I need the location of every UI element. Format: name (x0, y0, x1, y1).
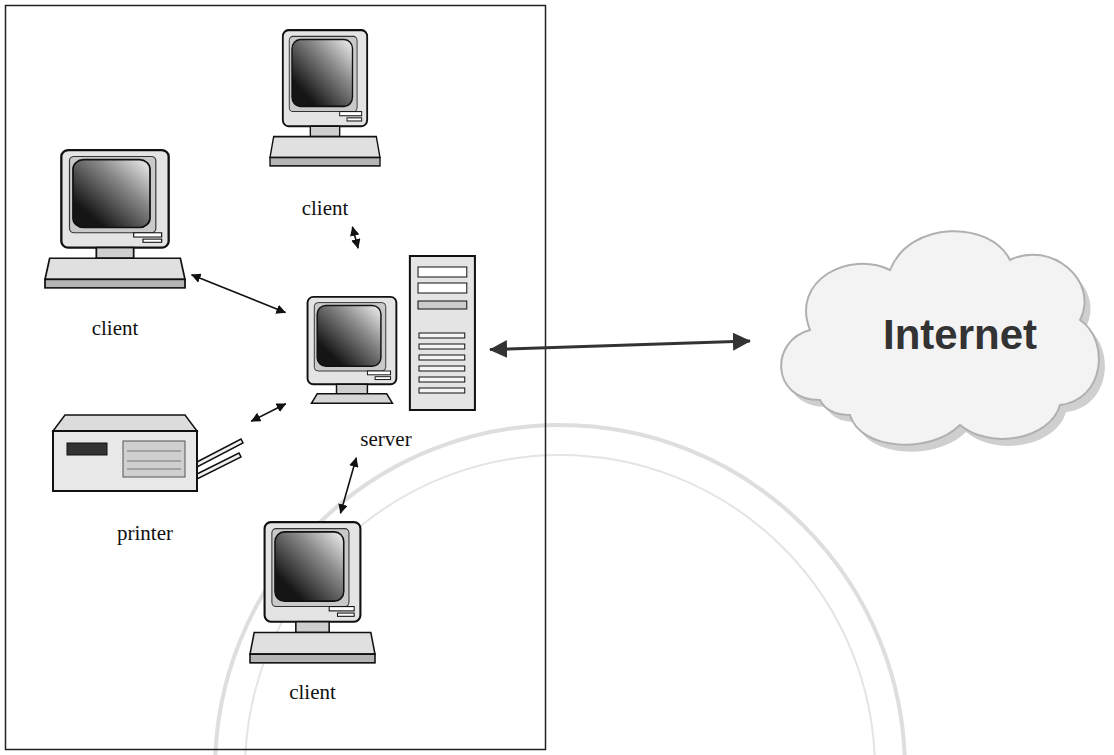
icon-part (250, 654, 375, 663)
network-name: Internet (883, 312, 1037, 358)
icon-part (419, 366, 465, 371)
cloud-title: Internet (760, 200, 1110, 470)
icon-part (419, 377, 465, 382)
link-arrow (352, 227, 358, 248)
icon-part (270, 137, 380, 158)
icon-part (308, 297, 397, 384)
icon-part (127, 461, 181, 462)
device-label: client (270, 197, 380, 220)
server-computer: server (292, 255, 480, 451)
icon-part (45, 258, 185, 279)
icon-part (419, 355, 465, 360)
icon-part (310, 126, 339, 136)
icon-part (96, 248, 133, 259)
icon-part (143, 239, 162, 242)
computer-icon (45, 148, 185, 290)
icon-part (61, 150, 168, 247)
device-label: client (45, 317, 185, 340)
icon-part (308, 297, 397, 403)
client-computer: client (45, 148, 185, 340)
device-name: server (357, 427, 414, 451)
icon-part (272, 529, 349, 607)
icon-part (419, 344, 465, 349)
icon-part (270, 158, 380, 166)
client-computer: client (250, 520, 375, 704)
icon-part (53, 431, 197, 491)
icon-part (418, 267, 467, 277)
icon-part (73, 160, 150, 228)
icon-part (367, 371, 390, 375)
link-arrow (192, 275, 286, 313)
icon-part (419, 333, 465, 338)
icon-part (127, 469, 181, 470)
link-arrow (341, 458, 357, 514)
device-label: client (250, 681, 375, 704)
icon-part (45, 279, 185, 287)
icon-part (296, 622, 329, 633)
device-label: printer (45, 522, 245, 545)
icon-part (418, 283, 467, 293)
client-computer: client (270, 28, 380, 220)
icon-part (375, 377, 390, 380)
icon-part (127, 451, 181, 452)
device-name: client (286, 680, 339, 704)
icon-part (250, 633, 375, 655)
device-name: client (299, 196, 352, 220)
icon-part (67, 443, 107, 455)
server-icon (292, 255, 480, 413)
icon-part (347, 118, 362, 121)
icon-part (311, 394, 392, 404)
icon-part (340, 112, 362, 116)
icon-part (134, 233, 162, 237)
icon-part (292, 39, 353, 106)
icon-part (289, 36, 357, 111)
icon-part (123, 441, 185, 477)
icon-part (338, 613, 355, 616)
device-name: client (89, 316, 142, 340)
icon-part (329, 607, 354, 611)
icon-part (418, 301, 467, 309)
icon-part (317, 305, 381, 366)
icon-part (419, 388, 465, 393)
icon-part (265, 522, 361, 622)
internet-cloud: Internet (760, 200, 1110, 470)
watermark-ring (245, 455, 875, 755)
lan-boundary (6, 6, 546, 750)
device-label: server (292, 428, 480, 451)
computer-icon (270, 28, 380, 168)
link-arrow (251, 404, 286, 422)
icon-part (781, 231, 1099, 445)
device-name: printer (114, 521, 176, 545)
icon-part (314, 303, 385, 371)
printer-icon (45, 405, 245, 500)
icon-part (195, 453, 241, 479)
icon-part (70, 156, 156, 232)
icon-part (283, 30, 367, 126)
watermark-ring (215, 425, 905, 755)
printer-device: printer (45, 405, 245, 545)
icon-part (410, 256, 475, 410)
link-arrow (490, 341, 750, 350)
computer-icon (250, 520, 375, 665)
icon-part (53, 415, 197, 431)
icon-part (337, 384, 368, 394)
icon-part (275, 532, 344, 601)
